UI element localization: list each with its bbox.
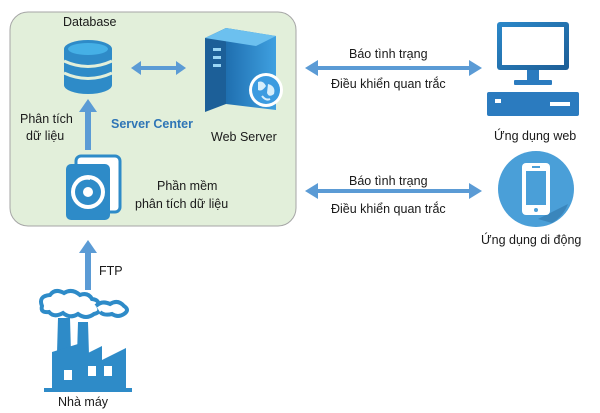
software-label-line2: phân tích dữ liệu: [135, 197, 229, 211]
globe-icon: [249, 73, 283, 107]
mobile-app-label: Ứng dụng di động: [481, 233, 582, 247]
web-status-label: Báo tình trạng: [349, 47, 428, 61]
mobile-control-label: Điều khiển quan trắc: [331, 202, 446, 216]
analysis-label-line2: dữ liệu: [26, 129, 65, 143]
web-server-label: Web Server: [211, 130, 277, 144]
web-control-label: Điều khiển quan trắc: [331, 77, 446, 91]
server-center-label: Server Center: [111, 117, 193, 131]
db-webserver-arrow: [131, 61, 186, 75]
software-label-line1: Phần mềm: [157, 179, 218, 193]
database-label: Database: [63, 15, 117, 29]
analysis-label-line1: Phân tích: [20, 112, 73, 126]
web-link-arrow: [305, 60, 482, 76]
smartphone-icon: [498, 151, 574, 227]
mobile-link-arrow: [305, 183, 482, 199]
ftp-arrow: [79, 240, 97, 290]
factory-label: Nhà máy: [58, 395, 109, 409]
ftp-label: FTP: [99, 264, 123, 278]
mobile-status-label: Báo tình trạng: [349, 174, 428, 188]
web-app-label: Ứng dụng web: [494, 129, 577, 143]
monitor-icon: [487, 22, 579, 116]
software-db-arrow: [79, 99, 97, 150]
software-cd-icon: [66, 154, 122, 220]
factory-icon: [39, 288, 132, 392]
database-icon: [63, 40, 113, 94]
